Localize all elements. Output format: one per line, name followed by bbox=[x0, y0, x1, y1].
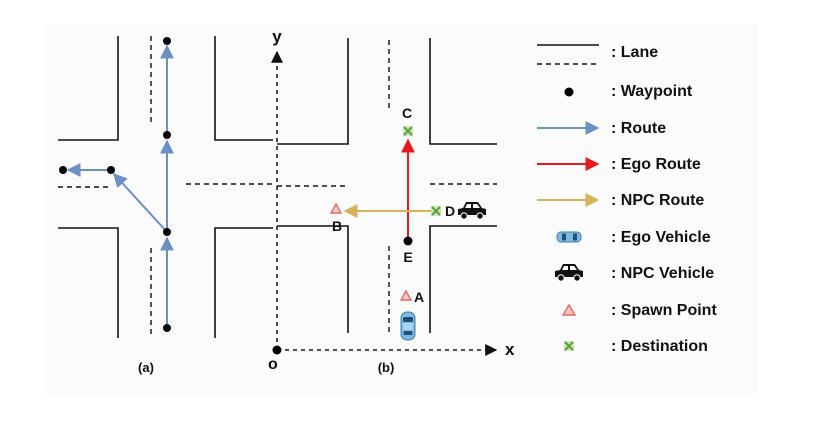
ego-vehicle-icon bbox=[400, 311, 416, 341]
y-axis-label: y bbox=[272, 27, 282, 46]
panel-a-routes bbox=[66, 44, 174, 328]
spawn-point-icon bbox=[399, 289, 413, 301]
legend-destination-label: : Destination bbox=[611, 338, 708, 355]
panel-b-caption: (b) bbox=[378, 360, 395, 375]
legend-ego-route-label: : Ego Route bbox=[611, 156, 701, 173]
panel-a: (a) bbox=[58, 36, 273, 375]
panel-a-lanes bbox=[58, 36, 273, 338]
point-a-label: A bbox=[414, 289, 424, 305]
legend-destination-icon bbox=[564, 341, 574, 351]
legend-npc-vehicle-icon bbox=[555, 264, 583, 282]
legend-npc-vehicle-label: : NPC Vehicle bbox=[611, 265, 714, 282]
panel-b: y x o bbox=[268, 27, 515, 375]
point-e-label: E bbox=[403, 249, 412, 265]
legend-route-label: : Route bbox=[611, 120, 666, 137]
waypoint-e bbox=[403, 236, 413, 246]
legend-ego-vehicle-icon bbox=[556, 231, 582, 243]
legend-lane-label: : Lane bbox=[611, 44, 658, 61]
spawn-point-icon bbox=[329, 202, 343, 214]
waypoint-dot bbox=[107, 166, 115, 174]
origin-label: o bbox=[268, 356, 278, 373]
waypoint-dot bbox=[163, 37, 171, 45]
npc-vehicle-icon bbox=[458, 202, 486, 220]
panel-b-lanes bbox=[277, 38, 497, 333]
point-c-label: C bbox=[402, 105, 412, 121]
destination-icon bbox=[431, 206, 441, 216]
legend-ego-vehicle-label: : Ego Vehicle bbox=[611, 229, 711, 246]
point-d-label: D bbox=[445, 203, 455, 219]
legend-npc-route-label: : NPC Route bbox=[611, 192, 704, 209]
legend-spawn-point-label: : Spawn Point bbox=[611, 302, 717, 319]
waypoint-dot bbox=[163, 131, 171, 139]
point-b-label: B bbox=[332, 218, 342, 234]
legend-spawn-point-icon bbox=[561, 303, 577, 316]
legend: : Lane : Waypoint : Route : Ego Route : … bbox=[537, 44, 717, 355]
waypoint-dot bbox=[59, 166, 67, 174]
waypoint-dot bbox=[163, 228, 171, 236]
origin-dot bbox=[272, 345, 282, 355]
legend-waypoint-label: : Waypoint bbox=[611, 83, 693, 100]
panel-a-caption: (a) bbox=[138, 360, 154, 375]
x-axis-label: x bbox=[505, 340, 515, 359]
waypoint-dot bbox=[163, 324, 171, 332]
legend-waypoint-dot bbox=[564, 87, 574, 97]
panel-a-waypoints bbox=[59, 37, 171, 332]
destination-icon bbox=[403, 126, 413, 136]
route-arrow bbox=[113, 172, 168, 233]
